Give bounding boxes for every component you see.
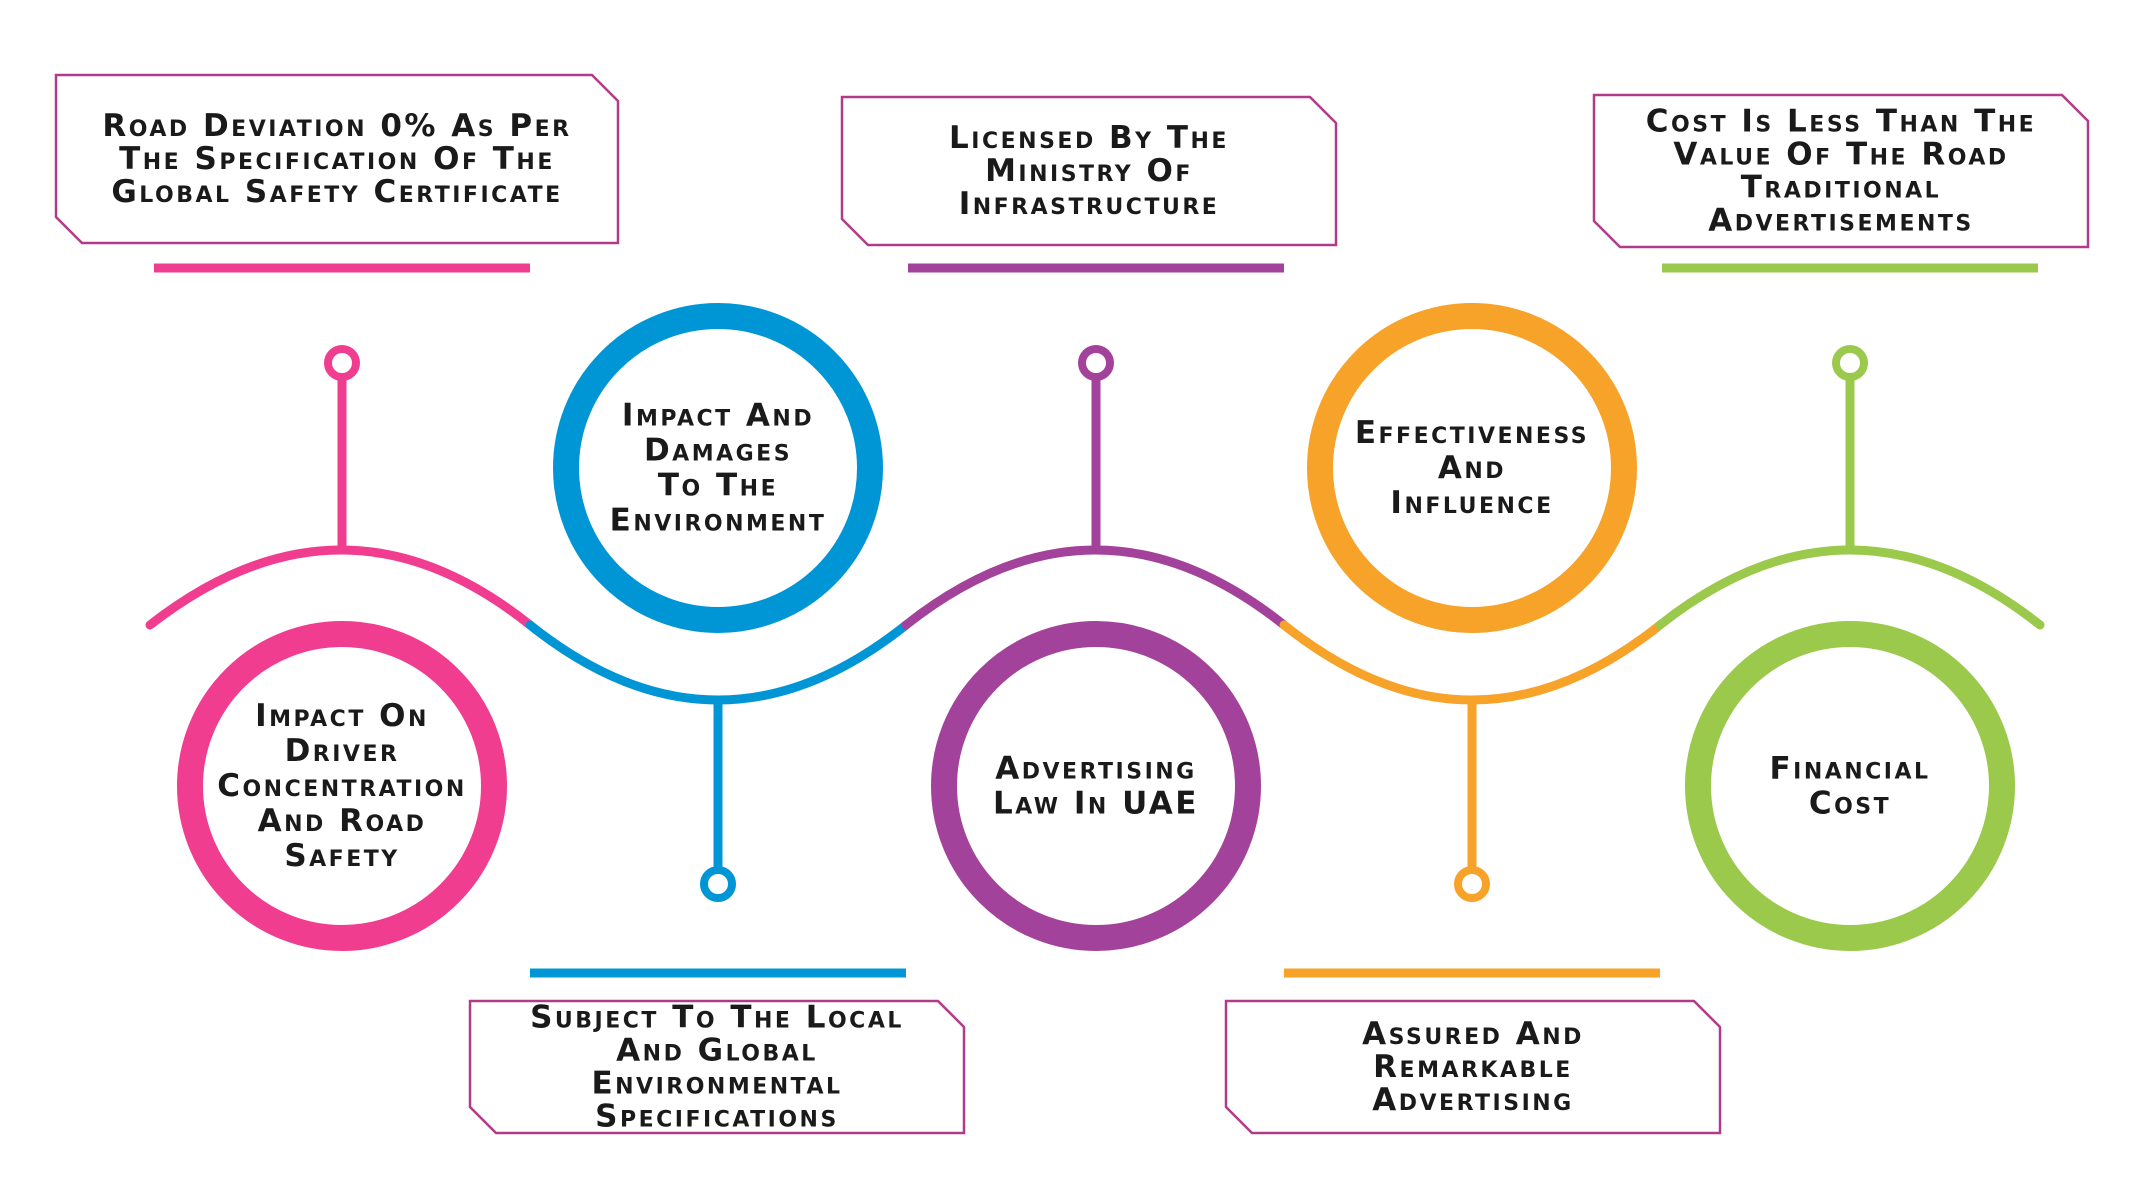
- info-box-label: Specifications: [595, 1099, 839, 1135]
- info-box-frame: [1224, 999, 1722, 1135]
- info-box-label: The Specification Of The: [119, 141, 555, 177]
- wave-segment-5: [1655, 545, 2045, 630]
- info-box-label: Infrastructure: [959, 186, 1220, 222]
- info-box-label: Remarkable: [1373, 1049, 1573, 1085]
- info-box-label: Road Deviation 0% As Per: [102, 108, 571, 144]
- info-box-label: Licensed By The: [949, 120, 1229, 156]
- info-box-frame: [468, 999, 966, 1135]
- pin-1: [324, 345, 360, 381]
- topic-circle-label: Damages: [644, 433, 792, 469]
- wave-segment-1: [145, 545, 535, 630]
- topic-circle-ring: [1685, 621, 2015, 951]
- topic-circle-label: Cost: [1809, 786, 1891, 822]
- topic-circle-label: Impact And: [622, 398, 814, 434]
- wave-segment-2: [525, 620, 911, 705]
- topic-circle-label: Impact On: [255, 698, 429, 734]
- wave-segment-4: [1279, 620, 1665, 705]
- pin-3: [1078, 345, 1114, 381]
- info-box-label: Advertising: [1372, 1082, 1573, 1118]
- topic-circle-label: Environment: [610, 503, 827, 539]
- topic-circle-label: And: [1438, 450, 1506, 486]
- topic-circle-label: Advertising: [995, 751, 1196, 787]
- topic-circle-label: Effectiveness: [1355, 415, 1589, 451]
- topic-circle-label: Law In UAE: [993, 786, 1199, 822]
- info-box-label: Traditional: [1741, 170, 1941, 206]
- pin-5: [1832, 345, 1868, 381]
- topic-circle-ring: [553, 303, 883, 633]
- pin-4: [1454, 866, 1490, 902]
- topic-circle-ring: [177, 621, 507, 951]
- info-box-label: Advertisements: [1708, 203, 1974, 239]
- info-box-label: And Global: [616, 1033, 818, 1069]
- wave-segment-3: [901, 545, 1289, 630]
- topic-circle-ring: [931, 621, 1261, 951]
- info-box-label: Environmental: [591, 1066, 842, 1102]
- topic-circle-label: Influence: [1390, 485, 1553, 521]
- info-box-label: Value Of The Road: [1673, 137, 2008, 173]
- topic-circle-label: Safety: [284, 838, 399, 874]
- info-box-label: Subject To The Local: [530, 1000, 904, 1036]
- info-box-label: Global Safety Certificate: [111, 174, 562, 210]
- topic-circle-label: Driver: [285, 733, 400, 769]
- topic-circle-label: To The: [658, 468, 778, 504]
- topic-circle-label: Financial: [1769, 751, 1930, 787]
- topic-circle-label: Concentration: [217, 768, 467, 804]
- topic-circle-label: And Road: [258, 803, 427, 839]
- info-box-frame: [840, 95, 1338, 247]
- info-box-frame: [1592, 93, 2090, 249]
- info-box-frame: [54, 73, 620, 245]
- info-box-label: Cost Is Less Than The: [1646, 104, 2036, 140]
- info-box-label: Assured And: [1362, 1016, 1584, 1052]
- pin-2: [700, 866, 736, 902]
- info-box-label: Ministry Of: [985, 153, 1193, 189]
- topic-circle-ring: [1307, 303, 1637, 633]
